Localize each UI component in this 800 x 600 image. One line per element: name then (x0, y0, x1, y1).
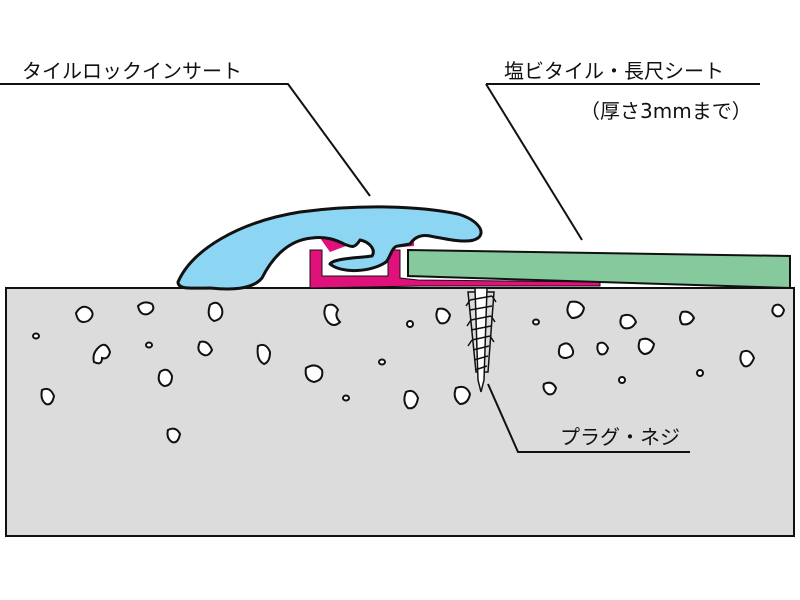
concrete-floor (5, 287, 795, 537)
stone-icon (557, 342, 575, 360)
stone-icon (40, 387, 56, 406)
stone-icon (32, 332, 40, 340)
stone-icon (596, 341, 610, 356)
stone-icon (696, 369, 704, 377)
stone-icon (739, 349, 756, 368)
label-tile-lock-insert: タイルロックインサート (22, 59, 242, 83)
aggregate-stones (32, 300, 786, 444)
stone-icon (157, 368, 174, 388)
leader-line-insert (0, 83, 371, 197)
stone-icon (453, 385, 472, 406)
stone-icon (92, 343, 112, 365)
stone-icon (618, 376, 626, 384)
stone-icon (304, 364, 324, 384)
stone-icon (619, 313, 638, 330)
stone-icon (542, 381, 558, 396)
stone-icon (323, 303, 342, 326)
stone-icon (679, 310, 696, 326)
leader-lines (0, 83, 760, 453)
stone-icon (403, 389, 420, 410)
stone-icon (566, 300, 586, 320)
stone-icon (74, 305, 94, 323)
stone-icon (378, 358, 386, 366)
stone-icon (771, 303, 786, 318)
stone-icon (435, 307, 452, 325)
stone-icon (532, 318, 540, 326)
leader-line-screw (487, 383, 690, 453)
stone-icon (136, 301, 155, 316)
stone-icon (166, 427, 182, 444)
vinyl-tile-sheet (407, 248, 791, 290)
label-plug-screw: プラグ・ネジ (560, 425, 680, 449)
label-vinyl-tile-sheet: 塩ビタイル・長尺シート (504, 59, 724, 83)
tile-lock-insert (176, 205, 483, 291)
stone-icon (637, 337, 656, 356)
leader-line-tile-diagonal (485, 83, 583, 241)
plug-screw-icon (465, 287, 497, 393)
stone-icon (197, 340, 214, 357)
label-thickness: （厚さ3mmまで） (580, 99, 752, 123)
stone-icon (145, 341, 153, 349)
stone-icon (406, 320, 414, 328)
stone-icon (342, 394, 350, 402)
stone-icon (207, 301, 224, 323)
stone-icon (256, 343, 272, 366)
